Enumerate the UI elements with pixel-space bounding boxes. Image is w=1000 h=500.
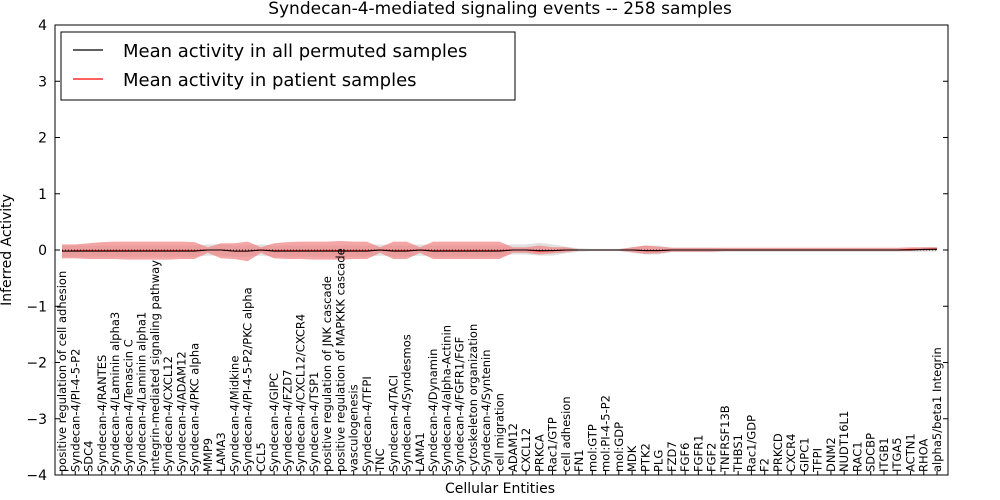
y-tick-label: −1 bbox=[26, 299, 47, 315]
x-tick-label: CCL5 bbox=[254, 442, 268, 472]
x-tick-label: FGF6 bbox=[678, 443, 692, 472]
x-tick-label: NUDT16L1 bbox=[837, 411, 851, 472]
legend-label-permuted: Mean activity in all permuted samples bbox=[123, 41, 467, 62]
x-tick-label: PLG bbox=[652, 450, 666, 472]
x-tick-label: Syndecan-4/Syndesmos bbox=[400, 334, 414, 472]
x-tick-label: LAMA1 bbox=[413, 432, 427, 472]
x-tick-label: DNM2 bbox=[824, 437, 838, 472]
x-tick-label: FN1 bbox=[572, 449, 586, 472]
x-tick-label: Syndecan-4/Midkine bbox=[227, 356, 241, 472]
x-axis-label: Cellular Entities bbox=[445, 481, 555, 497]
x-tick-label: Syndecan-4/Dynamin bbox=[426, 349, 440, 472]
x-tick-label: Syndecan-4/PKC alpha bbox=[188, 343, 202, 472]
legend-box bbox=[60, 31, 516, 101]
x-tick-label: ITGB1 bbox=[877, 437, 891, 472]
x-tick-label: mol:GTP bbox=[585, 424, 599, 472]
x-tick-label: THBS1 bbox=[731, 434, 745, 473]
x-tick-label: ADAM12 bbox=[506, 423, 520, 472]
x-tick-label: Syndecan-4/ADAM12 bbox=[174, 351, 188, 472]
x-tick-label: Syndecan-4/Syntenin bbox=[479, 349, 493, 472]
y-tick-label: −4 bbox=[26, 468, 47, 484]
x-tick-label: TFPI bbox=[811, 448, 825, 473]
x-tick-label: Syndecan-4/FGFR1/FGF bbox=[453, 337, 467, 472]
x-tick-label: Syndecan-4/PI-4-5-P2 bbox=[68, 349, 82, 472]
x-tick-label: Rac1/GTP bbox=[546, 417, 560, 472]
x-tick-label: PRKCD bbox=[771, 433, 785, 472]
x-tick-label: mol:PI-4-5-P2 bbox=[599, 395, 613, 472]
x-tick-label: SDC4 bbox=[82, 440, 96, 472]
y-tick-label: 4 bbox=[38, 18, 47, 34]
x-tick-label: Syndecan-4/TFPI bbox=[360, 376, 374, 472]
legend-label-patient: Mean activity in patient samples bbox=[123, 70, 417, 91]
x-tick-label: mol:GDP bbox=[612, 422, 626, 472]
x-tick-label: Syndecan-4/CXCL12/CXCR4 bbox=[294, 314, 308, 472]
y-tick-label: −2 bbox=[26, 356, 47, 372]
y-axis-label: Inferred Activity bbox=[0, 194, 15, 306]
y-axis-ticks: 4 3 2 1 0 −1 −2 −3 −4 bbox=[26, 18, 948, 484]
x-tick-label: FGFR1 bbox=[691, 435, 705, 472]
x-tick-label: positive regulation of MAPKKK cascade bbox=[333, 248, 347, 472]
x-tick-label: ITGA5 bbox=[890, 437, 904, 472]
x-tick-label: TNC bbox=[373, 448, 387, 473]
x-tick-label: FGF2 bbox=[705, 443, 719, 472]
x-tick-label: MDK bbox=[625, 445, 639, 472]
x-tick-label: RHOA bbox=[917, 439, 931, 472]
x-tick-label: cytoskeleton organization bbox=[466, 324, 480, 472]
x-tick-label: PTK2 bbox=[638, 443, 652, 472]
x-tick-label: F2 bbox=[758, 458, 772, 472]
y-tick-label: 0 bbox=[38, 243, 47, 259]
x-tick-label: positive regulation of JNK cascade bbox=[320, 276, 334, 472]
x-tick-label: MMP9 bbox=[201, 438, 215, 472]
x-tick-label: Syndecan-4/PI-4-5-P2/PKC alpha bbox=[241, 287, 255, 472]
series-lines bbox=[61, 248, 938, 252]
x-tick-label: Syndecan-4/TSP1 bbox=[307, 372, 321, 472]
x-tick-label: Syndecan-4/GIPC bbox=[267, 373, 281, 472]
x-tick-label: integrin-mediated signaling pathway bbox=[148, 260, 162, 472]
x-tick-label: Syndecan-4/alpha-Actinin bbox=[440, 325, 454, 472]
x-tick-label: Syndecan-4/Tenascin C bbox=[121, 339, 135, 472]
chart-title: Syndecan-4-mediated signaling events -- … bbox=[268, 0, 732, 19]
y-tick-label: −3 bbox=[26, 412, 47, 428]
x-tick-label: Syndecan-4/RANTES bbox=[95, 355, 109, 472]
x-tick-label: Rac1/GDP bbox=[744, 415, 758, 472]
x-tick-label: SDCBP bbox=[864, 433, 878, 472]
x-tick-label: vasculogenesis bbox=[347, 384, 361, 472]
x-tick-label: PRKCA bbox=[532, 434, 546, 472]
legend: Mean activity in all permuted samples Me… bbox=[60, 31, 516, 101]
x-tick-label: cell adhesion bbox=[559, 396, 573, 472]
x-tick-label: cell migration bbox=[493, 393, 507, 472]
x-tick-label: CXCL12 bbox=[519, 428, 533, 472]
x-tick-label: positive regulation of cell adhesion bbox=[55, 271, 69, 472]
x-tick-label: FZD7 bbox=[665, 441, 679, 472]
x-tick-label: Syndecan-4/CXCL12 bbox=[161, 356, 175, 472]
x-tick-label: Syndecan-4/FZD7 bbox=[280, 370, 294, 472]
x-tick-label: Syndecan-4/TACI bbox=[386, 375, 400, 472]
x-tick-label: alpha5/beta1 Integrin bbox=[930, 347, 944, 472]
x-tick-label: TNFRSF13B bbox=[718, 405, 732, 473]
x-tick-label: Syndecan-4/Laminin alpha3 bbox=[108, 312, 122, 472]
x-tick-label: RAC1 bbox=[851, 441, 865, 472]
y-tick-label: 2 bbox=[38, 131, 47, 147]
x-tick-label: ACTN1 bbox=[904, 433, 918, 472]
x-tick-label: LAMA3 bbox=[214, 432, 228, 472]
y-tick-label: 3 bbox=[38, 74, 47, 90]
x-tick-label: CXCR4 bbox=[784, 434, 798, 472]
y-tick-label: 1 bbox=[38, 187, 47, 203]
x-tick-label: Syndecan-4/Laminin alpha1 bbox=[135, 312, 149, 472]
x-tick-label: GIPC1 bbox=[797, 437, 811, 472]
